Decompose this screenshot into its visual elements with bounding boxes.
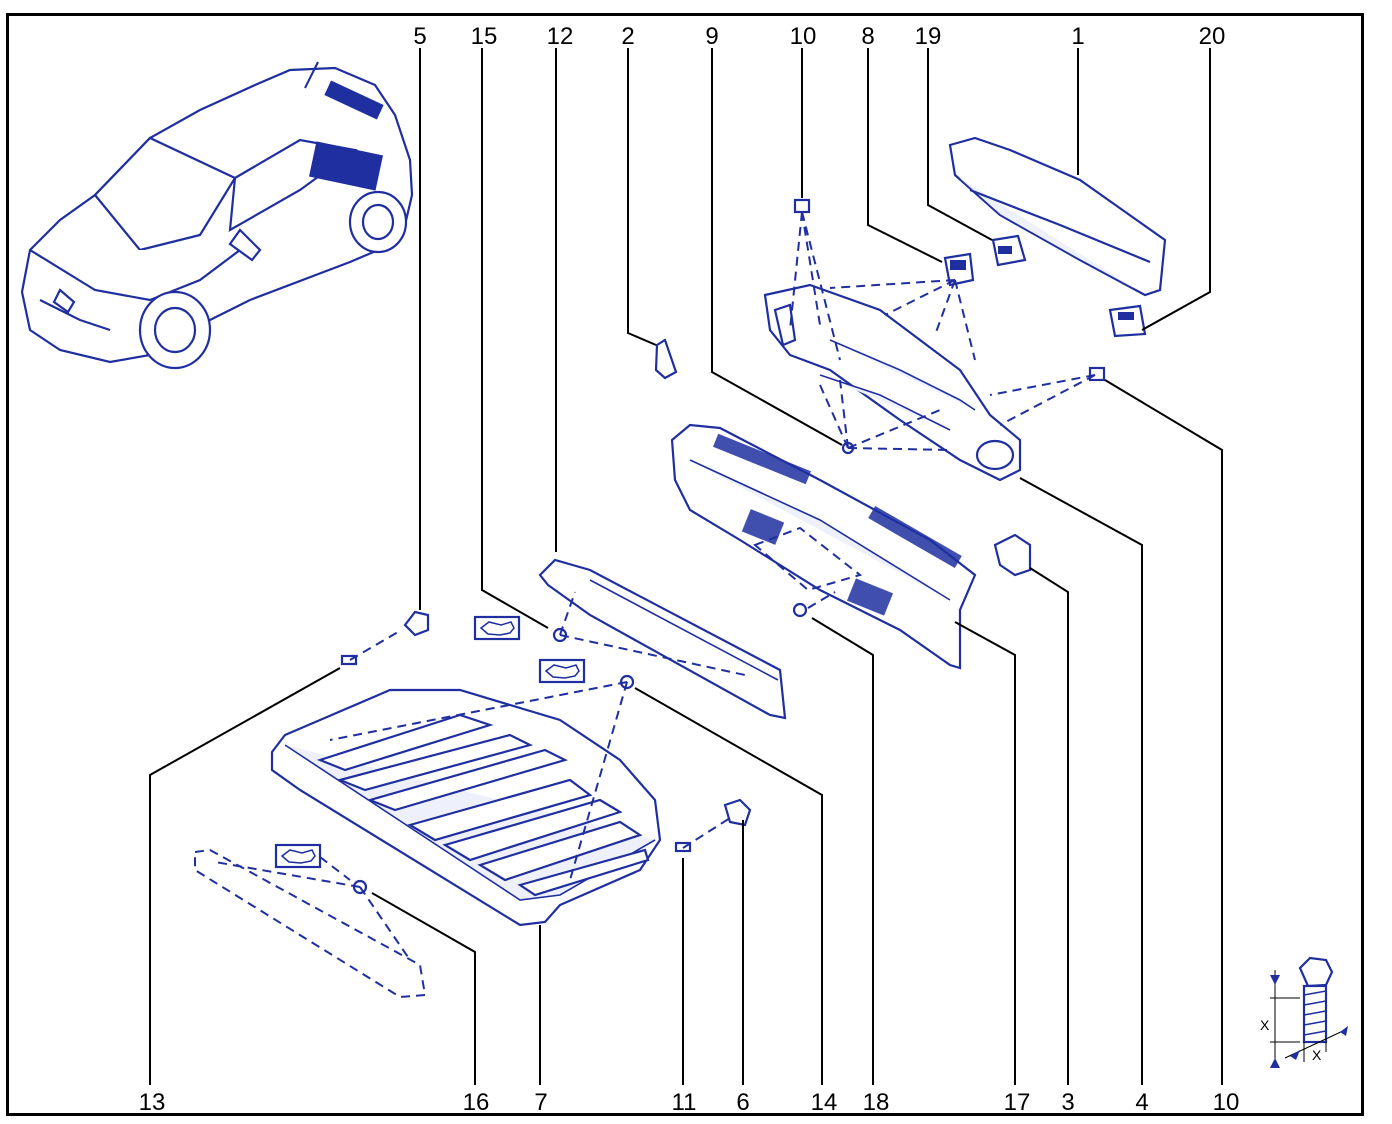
- callout-14: 14: [811, 1089, 838, 1116]
- callout-11: 11: [672, 1089, 697, 1116]
- part-4-tailgate-trim: [763, 283, 1022, 482]
- car-illustration: [20, 61, 414, 370]
- callout-10-bottom: 10: [1213, 1089, 1240, 1116]
- callout-15: 15: [471, 23, 498, 50]
- callout-8: 8: [861, 23, 874, 50]
- callout-10-top: 10: [790, 23, 817, 50]
- part-7-floor-panel: [270, 688, 662, 927]
- callout-2: 2: [621, 23, 634, 50]
- callout-1: 1: [1071, 23, 1084, 50]
- part-17-sill-trim: [670, 423, 977, 670]
- part-19-clip: [991, 234, 1027, 267]
- callouts-top: 5 15 12 2 9 10 8 19 1 20: [413, 23, 1225, 50]
- callout-9: 9: [705, 23, 718, 50]
- leader-lines: [149, 48, 1223, 1085]
- callout-12: 12: [547, 23, 574, 50]
- part-13-screw: [340, 654, 358, 666]
- callout-13: 13: [139, 1089, 166, 1116]
- callout-6: 6: [736, 1089, 749, 1116]
- part-1-shelf: [948, 136, 1167, 297]
- callout-3: 3: [1061, 1089, 1074, 1116]
- diagram-frame: [6, 13, 1364, 1116]
- callout-17: 17: [1004, 1089, 1031, 1116]
- callout-5: 5: [413, 23, 426, 50]
- part-8-clip: [943, 252, 975, 287]
- callout-18: 18: [863, 1089, 890, 1116]
- part-12-strip: [538, 558, 787, 720]
- dimension-label-vertical: X: [1260, 1017, 1270, 1033]
- part-5-clip: [403, 610, 430, 637]
- label-badges: [274, 615, 586, 869]
- fastener-dimension-inset: X X: [1260, 956, 1348, 1068]
- part-16-strip: [194, 848, 427, 999]
- callout-20: 20: [1199, 23, 1226, 50]
- part-10-clip-top: [793, 198, 811, 214]
- callouts-bottom: 13 16 7 11 6 14 18 17 3 4 10: [139, 1089, 1240, 1116]
- part-20-clip: [1108, 304, 1147, 338]
- assembly-lines: [214, 211, 1096, 961]
- part-3-cap: [993, 533, 1032, 577]
- part-18-screw: [792, 602, 808, 618]
- dimension-label-horizontal: X: [1312, 1047, 1322, 1063]
- callout-4: 4: [1135, 1089, 1148, 1116]
- callout-16: 16: [463, 1089, 490, 1116]
- callout-7: 7: [534, 1089, 547, 1116]
- part-6-clip: [723, 798, 752, 827]
- callout-19: 19: [915, 23, 942, 50]
- part-10-clip-right: [1088, 366, 1106, 382]
- part-2-cap: [654, 338, 678, 380]
